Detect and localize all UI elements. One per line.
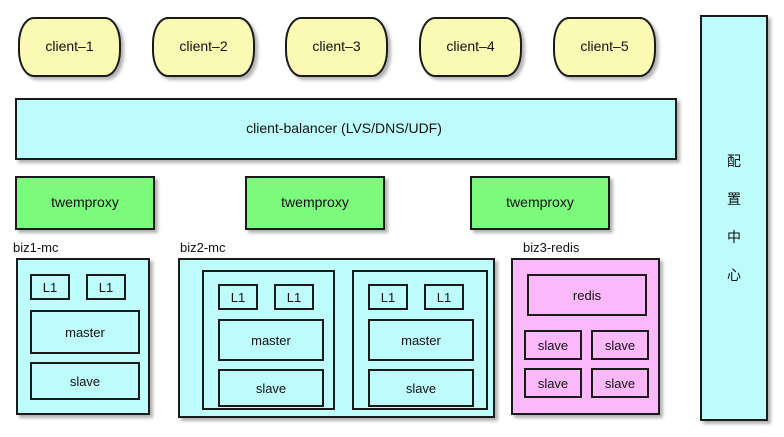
twemproxy-label: twemproxy (281, 194, 349, 211)
biz2-shard-1[interactable]: L1 L1 master slave (202, 270, 335, 410)
biz1-mc-group[interactable]: L1 L1 master slave (16, 258, 150, 415)
l1-cache-node[interactable]: L1 (274, 284, 314, 310)
l1-cache-node[interactable]: L1 (86, 274, 126, 300)
biz3-redis-group[interactable]: redis slave slave slave slave (511, 258, 660, 415)
client-node-1[interactable]: client–1 (18, 17, 121, 77)
twemproxy-node-1[interactable]: twemproxy (15, 176, 155, 230)
redis-slave-node[interactable]: slave (591, 368, 649, 398)
client-node-5[interactable]: client–5 (553, 17, 656, 77)
client-balancer-label: client-balancer (LVS/DNS/UDF) (246, 120, 442, 137)
redis-slave-node[interactable]: slave (524, 368, 582, 398)
client-node-2[interactable]: client–2 (152, 17, 255, 77)
twemproxy-node-3[interactable]: twemproxy (470, 176, 610, 230)
client-node-3[interactable]: client–3 (285, 17, 388, 77)
twemproxy-node-2[interactable]: twemproxy (245, 176, 385, 230)
client-label: client–5 (580, 38, 629, 55)
redis-slave-node[interactable]: slave (524, 330, 582, 360)
l1-cache-node[interactable]: L1 (424, 284, 464, 310)
biz2-group-label: biz2-mc (180, 240, 226, 255)
slave-node[interactable]: slave (218, 369, 324, 407)
biz2-shard-2[interactable]: L1 L1 master slave (352, 270, 488, 410)
client-balancer-node[interactable]: client-balancer (LVS/DNS/UDF) (15, 98, 677, 160)
redis-slave-node[interactable]: slave (591, 330, 649, 360)
twemproxy-label: twemproxy (506, 194, 574, 211)
client-label: client–4 (446, 38, 495, 55)
l1-cache-node[interactable]: L1 (368, 284, 408, 310)
master-node[interactable]: master (368, 319, 474, 361)
master-node[interactable]: master (218, 319, 324, 361)
twemproxy-label: twemproxy (51, 194, 119, 211)
biz2-mc-group[interactable]: L1 L1 master slave L1 L1 master slave (178, 258, 495, 418)
config-center-label: 配 置 中 心 (727, 142, 741, 294)
client-label: client–3 (312, 38, 361, 55)
config-center-char: 心 (727, 267, 741, 283)
client-label: client–2 (179, 38, 228, 55)
config-center-char: 配 (727, 153, 741, 169)
biz1-group-label: biz1-mc (13, 240, 59, 255)
l1-cache-node[interactable]: L1 (30, 274, 70, 300)
l1-cache-node[interactable]: L1 (218, 284, 258, 310)
slave-node[interactable]: slave (368, 369, 474, 407)
client-node-4[interactable]: client–4 (419, 17, 522, 77)
slave-node[interactable]: slave (30, 362, 140, 400)
master-node[interactable]: master (30, 310, 140, 354)
redis-primary-node[interactable]: redis (527, 274, 647, 316)
config-center-char: 中 (727, 229, 741, 245)
config-center-char: 置 (727, 191, 741, 207)
client-label: client–1 (45, 38, 94, 55)
biz3-group-label: biz3-redis (523, 240, 580, 255)
config-center-panel[interactable]: 配 置 中 心 (700, 15, 768, 421)
